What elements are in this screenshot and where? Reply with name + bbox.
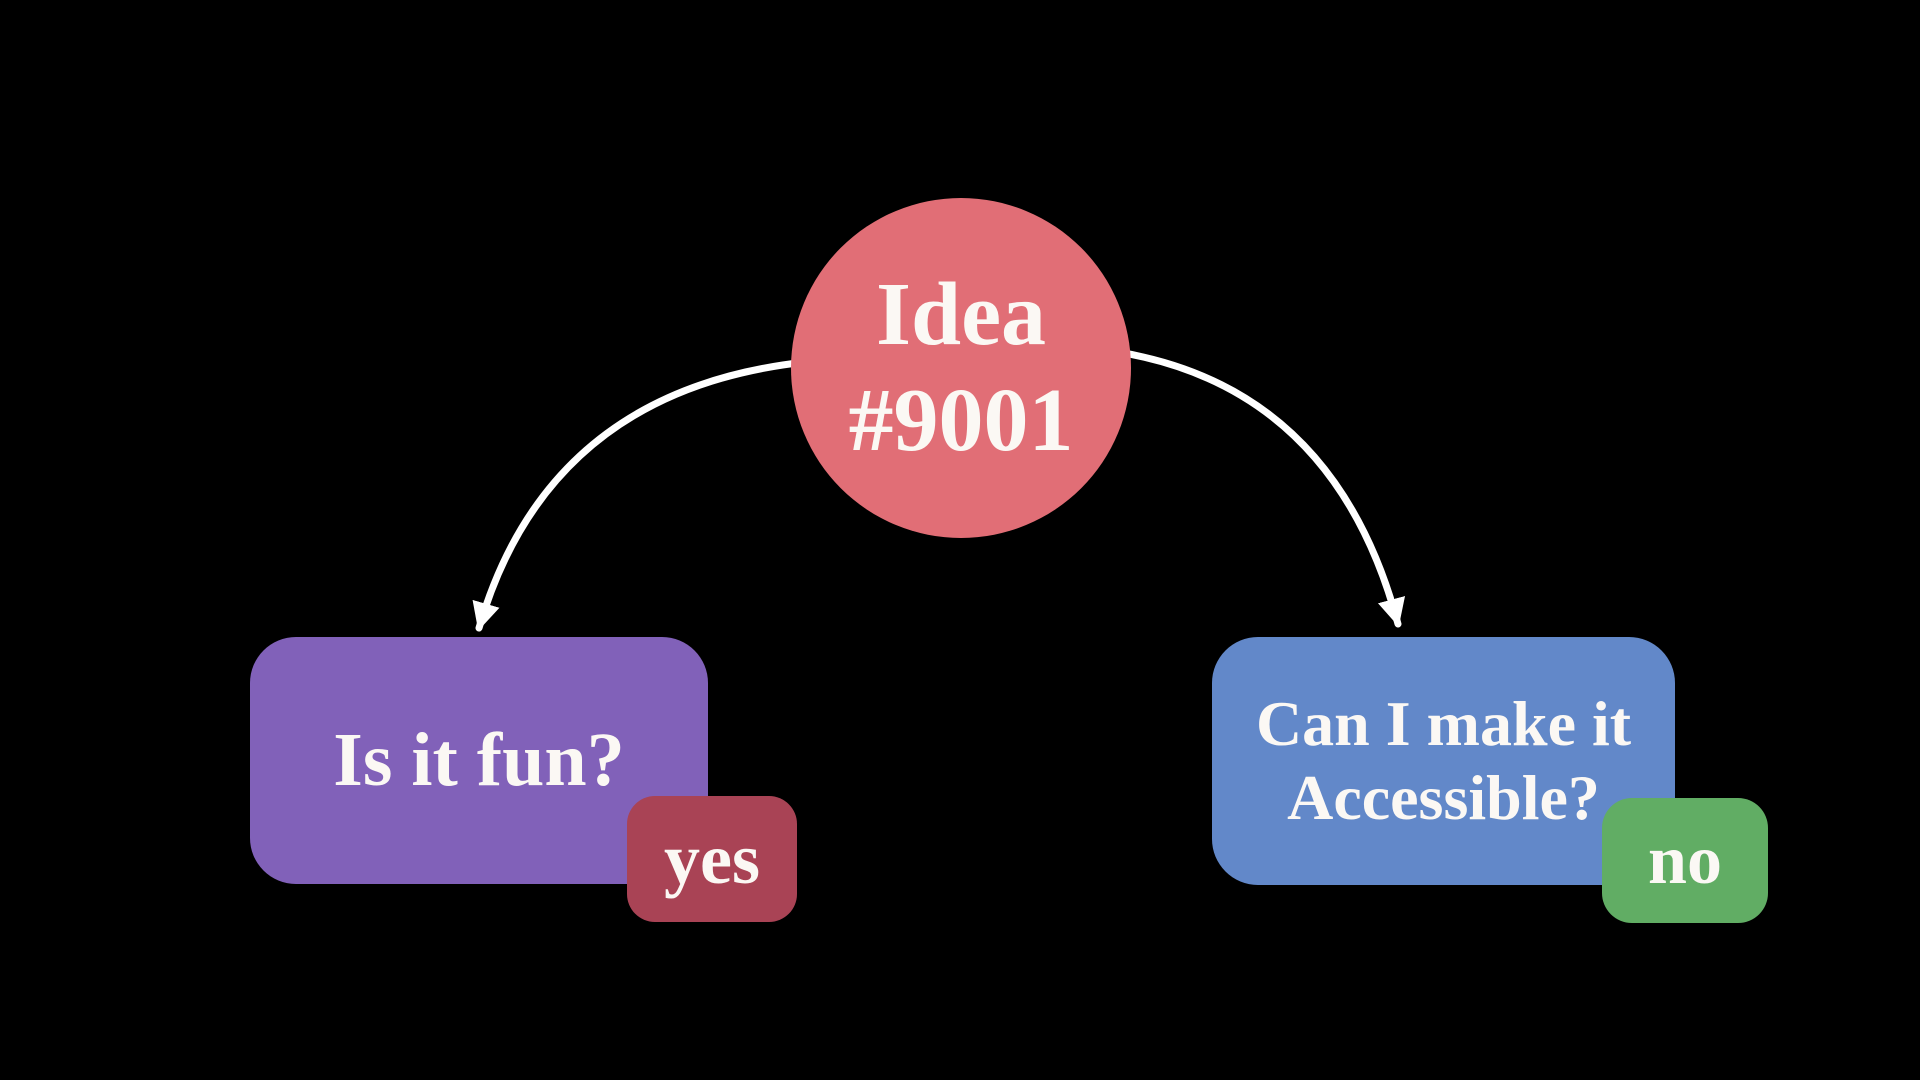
root-node-label-line1: Idea bbox=[875, 264, 1047, 364]
fun-question-label: Is it fun? bbox=[333, 718, 625, 802]
question-box-accessible: Can I make it Accessible? bbox=[1212, 637, 1675, 885]
root-idea-node: Idea #9001 bbox=[791, 198, 1131, 538]
answer-badge-yes: yes bbox=[627, 796, 797, 922]
question-box-fun: Is it fun? bbox=[250, 637, 708, 884]
answer-badge-no: no bbox=[1602, 798, 1768, 923]
arrow-root-to-left-box bbox=[472, 358, 810, 632]
accessible-question-label-line2: Accessible? bbox=[1287, 762, 1600, 833]
root-node-label-line2: #9001 bbox=[848, 371, 1074, 470]
accessible-question-label-line1: Can I make it bbox=[1255, 687, 1632, 759]
arrow-root-to-right-box bbox=[1114, 348, 1406, 628]
